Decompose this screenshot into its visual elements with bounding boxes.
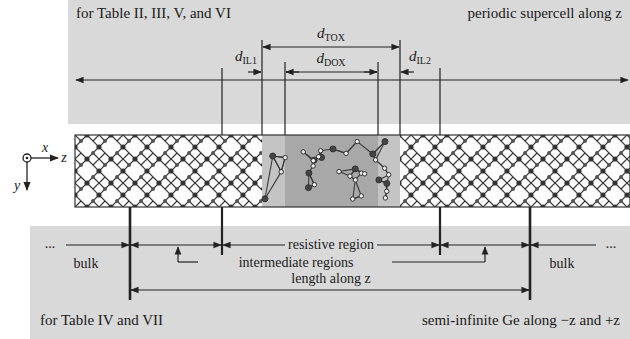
amorphous-network [262, 139, 391, 202]
band-note: for Table II, III, V, and VI [76, 5, 231, 21]
dimension-label: dDOX [313, 50, 348, 71]
axis-label: z [61, 150, 66, 166]
dimension-label: dTOX [314, 25, 348, 46]
dimension-lines [76, 40, 628, 135]
crystal-lattice [75, 135, 262, 207]
region-label: ... [606, 236, 617, 252]
region-lines [66, 207, 596, 300]
region-label: bulk [550, 256, 575, 272]
dimension-label: dIL1 [232, 48, 260, 69]
dimension-label: dIL2 [406, 48, 434, 69]
interlayer [262, 135, 285, 207]
axis-label: y [14, 178, 20, 194]
region-label: resistive region [285, 237, 377, 253]
axis-label: x [42, 140, 48, 156]
region-label: length along z [288, 271, 373, 287]
band-note: semi-infinite Ge along −z and +z [422, 312, 620, 328]
table-band: for Table II, III, V, and VI periodic sup… [68, 0, 630, 124]
bottom-band [30, 226, 630, 339]
region-label: intermediate regions [236, 255, 357, 271]
oxide-region [285, 135, 378, 207]
axes [23, 154, 58, 190]
crystal-lattice [400, 135, 630, 207]
region-label: ... [45, 236, 56, 252]
region-label: bulk [74, 256, 99, 272]
band-note: periodic supercell along z [467, 5, 622, 21]
band-note: for Table IV and VII [40, 312, 163, 328]
top-band [68, 0, 630, 124]
strip-outline [75, 135, 630, 207]
